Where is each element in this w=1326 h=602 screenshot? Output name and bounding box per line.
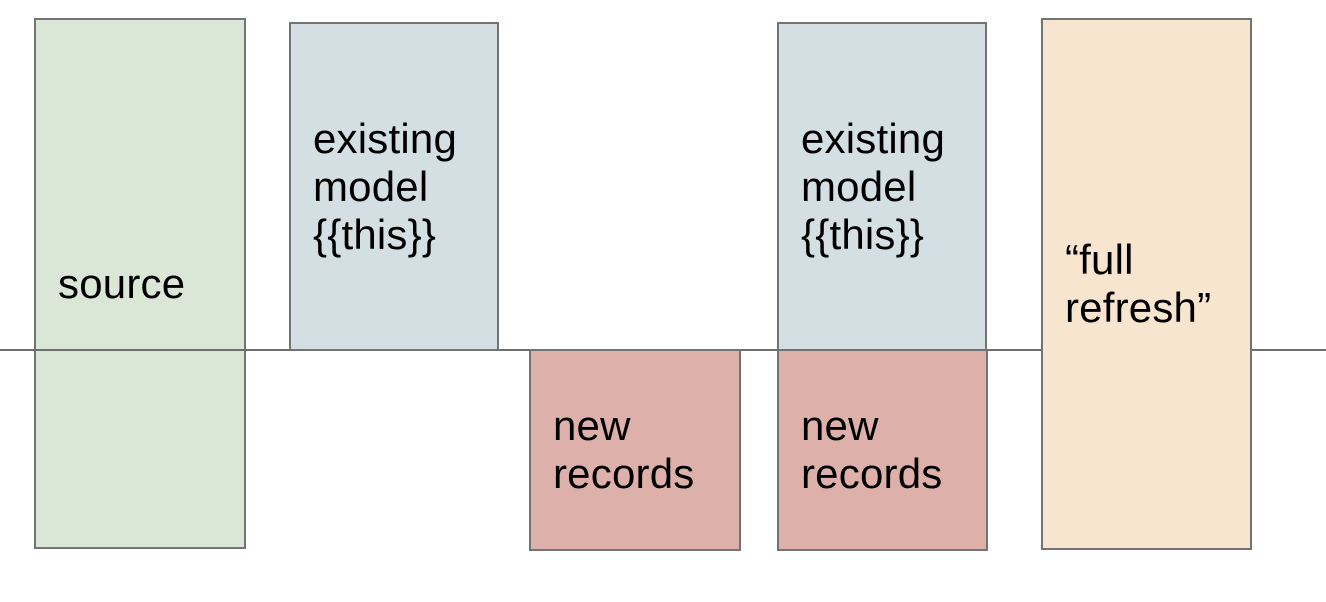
box-new-records-2: new records (777, 349, 988, 551)
box-source-label: source (58, 259, 186, 307)
box-existing-model-2-label: existing model {{this}} (801, 114, 946, 258)
box-new-records-2-label: new records (801, 402, 943, 497)
box-existing-model-1: existing model {{this}} (289, 22, 499, 351)
box-full-refresh: “full refresh” (1041, 18, 1252, 550)
box-new-records-1: new records (529, 349, 741, 551)
box-full-refresh-label: “full refresh” (1065, 236, 1212, 331)
box-new-records-1-label: new records (553, 402, 695, 497)
box-source: source (34, 18, 246, 549)
box-existing-model-1-label: existing model {{this}} (313, 114, 458, 258)
box-existing-model-2: existing model {{this}} (777, 22, 987, 351)
